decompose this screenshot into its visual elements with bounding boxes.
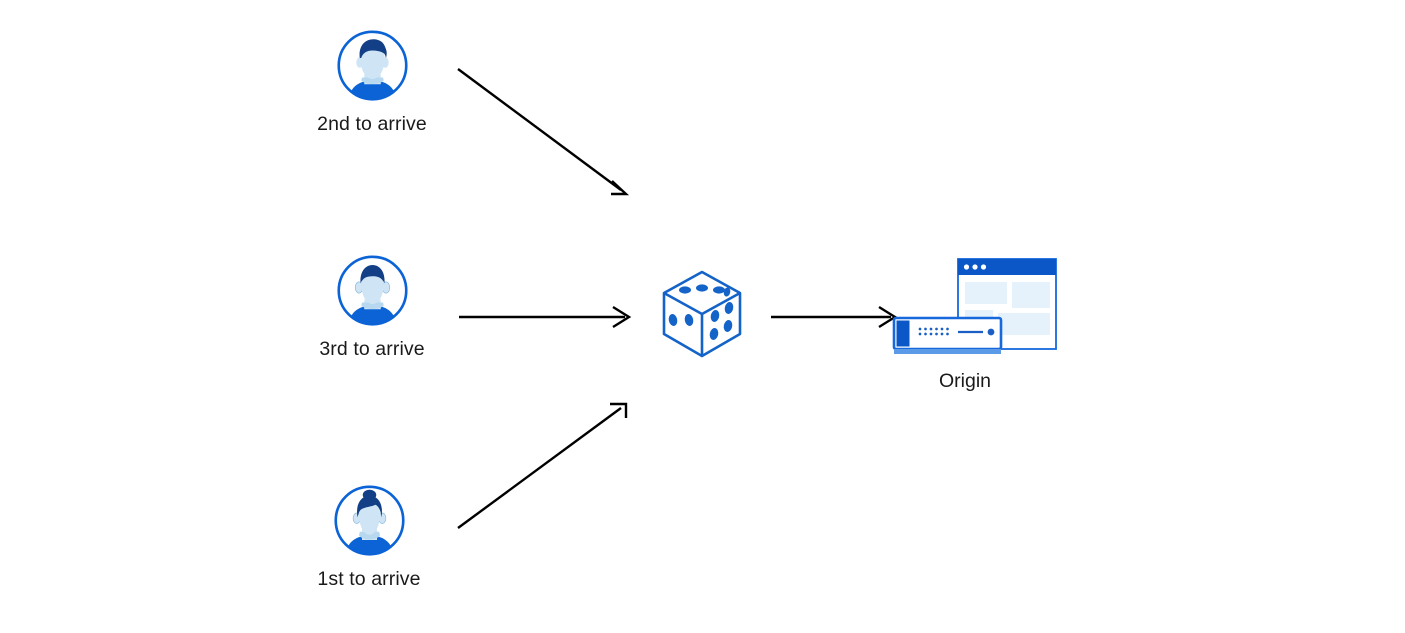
- client-node-2nd[interactable]: 2nd to arrive: [282, 28, 462, 136]
- client-node-1st[interactable]: 1st to arrive: [279, 483, 459, 591]
- user-avatar-icon: [332, 483, 407, 558]
- server-device: [892, 316, 1003, 354]
- server-vent-dots: [918, 327, 949, 336]
- arrow-2nd-to-dice: [457, 68, 630, 196]
- dice-left-pips: [668, 314, 694, 326]
- client-label-2nd: 2nd to arrive: [317, 113, 427, 135]
- client-label-3rd: 3rd to arrive: [319, 338, 425, 360]
- arrow-3rd-to-dice: [459, 305, 632, 329]
- origin-server-browser-icon: [890, 255, 1057, 365]
- origin-node[interactable]: Origin: [860, 255, 1070, 393]
- user-avatar-icon: [335, 253, 410, 328]
- browser-window: [957, 258, 1057, 350]
- dice-icon: [662, 270, 742, 358]
- user-avatar-icon: [335, 28, 410, 103]
- client-label-1st: 1st to arrive: [317, 568, 421, 590]
- origin-label: Origin: [938, 370, 992, 392]
- dice-right-pips: [709, 287, 734, 340]
- dice-node[interactable]: [658, 268, 746, 360]
- arrow-1st-to-dice: [457, 402, 628, 529]
- dice-top-pips: [679, 284, 725, 294]
- client-node-3rd[interactable]: 3rd to arrive: [282, 253, 462, 361]
